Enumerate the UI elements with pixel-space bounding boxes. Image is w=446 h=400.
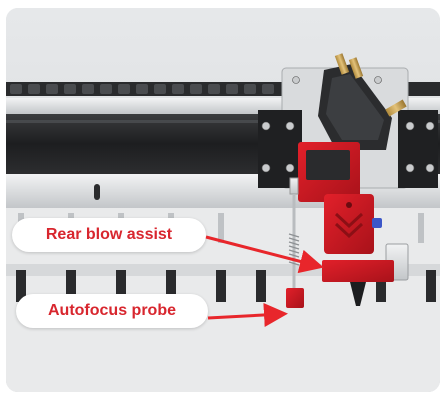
brass-adjuster-3 (385, 99, 407, 117)
probe-tip (286, 288, 304, 308)
laser-head-photo (6, 8, 440, 392)
screws (261, 76, 435, 173)
mount-right (398, 110, 438, 188)
probe-mount (289, 177, 299, 195)
cable-chain-links (10, 84, 274, 94)
lower-arm (322, 260, 394, 282)
product-photo-frame (6, 8, 440, 392)
brass-adjuster-1 (334, 53, 350, 75)
mount-left (258, 110, 302, 188)
nozzle-cone (350, 282, 366, 306)
callout-autofocus-probe: Autofocus probe (16, 294, 208, 328)
air-fitting (372, 218, 382, 228)
brass-adjuster-2 (348, 57, 364, 79)
callout-rear-blow-assist: Rear blow assist (12, 218, 206, 252)
